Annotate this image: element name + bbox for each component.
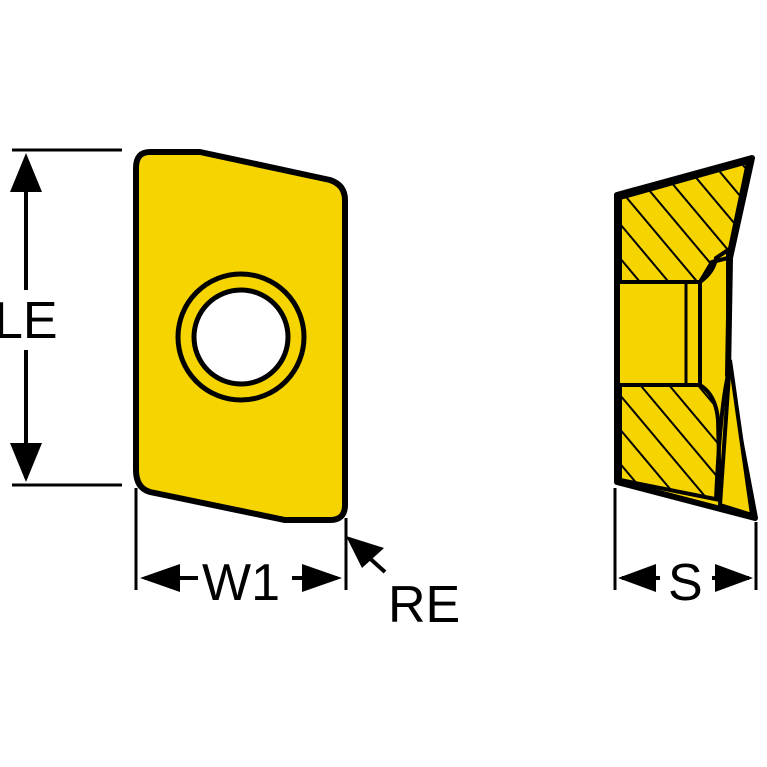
le-arrow-top xyxy=(10,153,42,192)
w1-label-background xyxy=(198,548,292,608)
re-label: RE xyxy=(388,576,460,634)
insert-front-view xyxy=(133,149,348,523)
s-label: S xyxy=(668,554,703,612)
le-dimension: LE xyxy=(0,148,122,487)
lower-hatch-section xyxy=(618,383,723,503)
s-label-background xyxy=(660,548,712,608)
w1-label: W1 xyxy=(202,554,280,612)
le-label-background xyxy=(0,290,70,350)
clamping-hole xyxy=(191,287,291,387)
bore-outline xyxy=(620,280,702,387)
insert-side-view xyxy=(614,155,758,521)
re-callout: RE xyxy=(346,536,460,634)
w1-arrow-left xyxy=(140,564,180,592)
w1-dimension: W1 xyxy=(134,488,348,612)
le-arrow-bottom xyxy=(10,443,42,482)
le-label: LE xyxy=(0,292,58,350)
w1-arrow-right xyxy=(302,564,342,592)
s-arrow-left xyxy=(618,564,656,592)
s-dimension: S xyxy=(613,488,758,612)
re-arrow xyxy=(346,536,384,568)
right-edge-sliver xyxy=(717,359,755,518)
s-arrow-right xyxy=(715,564,753,592)
